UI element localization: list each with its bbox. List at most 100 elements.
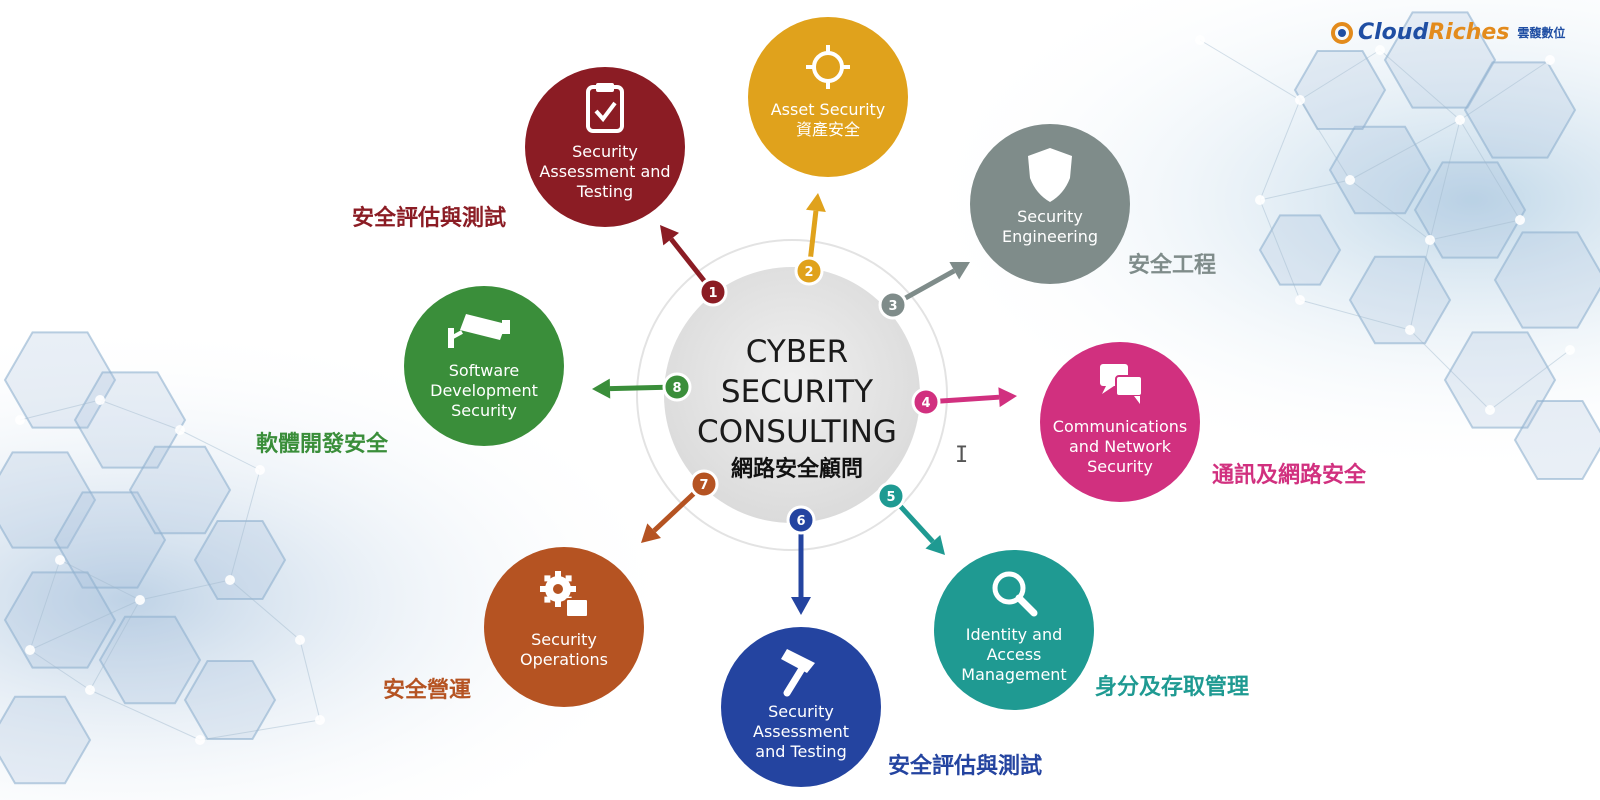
- network-node: [1195, 35, 1205, 45]
- center-line-2: SECURITY: [721, 374, 873, 410]
- domain-circle-7: [484, 547, 644, 707]
- network-node: [1425, 235, 1435, 245]
- step-number-5: 5: [886, 490, 895, 505]
- arrow-head-2: [806, 193, 826, 213]
- chat-bubbles-icon: [1100, 364, 1143, 404]
- domain-label-cn-5: 身分及存取管理: [1095, 675, 1250, 700]
- network-line: [89, 599, 141, 691]
- brand-name-part2: Riches: [1428, 20, 1510, 45]
- network-node: [1255, 195, 1265, 205]
- domain-title-3-line-1: Security: [1017, 207, 1083, 226]
- network-line: [1409, 239, 1431, 331]
- network-line: [1379, 49, 1461, 121]
- step-badge-4: 4: [911, 387, 941, 417]
- domain-label-cn-8: 軟體開發安全: [256, 432, 389, 457]
- arrows-layer: 1 2 3 4 5 6 7 8: [592, 193, 1017, 615]
- hammer-icon: [781, 649, 815, 697]
- shield-icon: [1028, 148, 1072, 202]
- hexagon-shape: [193, 520, 287, 600]
- step-number-1: 1: [708, 286, 717, 301]
- hexagon-shape: [128, 445, 232, 535]
- hexagon-shape: [0, 451, 97, 549]
- network-line: [1199, 39, 1301, 101]
- step-badge-5: 5: [876, 481, 906, 511]
- network-line: [29, 649, 91, 691]
- network-line: [229, 579, 301, 641]
- hexagon-shape: [3, 331, 117, 429]
- hexagon-shape: [1348, 255, 1452, 345]
- network-node: [1485, 405, 1495, 415]
- network-node: [95, 395, 105, 405]
- network-line: [1299, 49, 1381, 101]
- domain-label-cn-4: 通訊及網路安全: [1212, 463, 1367, 488]
- center-hub: CYBER SECURITY CONSULTING 網路安全顧問 I: [636, 239, 968, 551]
- domain-title-5-line-1: Identity and: [966, 625, 1063, 644]
- network-line: [29, 599, 141, 651]
- domain-title-7-line-2: Operations: [520, 650, 608, 669]
- crosshair-icon: [806, 45, 850, 89]
- step-number-6: 6: [796, 514, 805, 529]
- network-node: [1295, 295, 1305, 305]
- network-node: [1295, 95, 1305, 105]
- domain-title-4-line-2: and Network: [1069, 437, 1172, 456]
- cctv-camera-icon: [448, 314, 510, 348]
- domain-title-8-line-2: Development: [430, 381, 538, 400]
- network-line: [1349, 179, 1431, 241]
- network-node: [1455, 115, 1465, 125]
- network-node: [1345, 175, 1355, 185]
- network-line: [1489, 349, 1571, 411]
- network-node: [315, 715, 325, 725]
- hexagon-shape: [1413, 161, 1527, 259]
- hexagon-shape: [0, 695, 92, 785]
- hexagon-shape: [3, 571, 117, 669]
- network-line: [1429, 119, 1461, 241]
- clipboard-check-icon: [586, 83, 624, 133]
- network-line: [139, 579, 231, 601]
- domain-title-5-line-3: Management: [961, 665, 1066, 684]
- domain-title-2-line-2: 資產安全: [796, 120, 860, 139]
- magnifier-icon: [992, 571, 1038, 617]
- hexagon-shape: [1493, 231, 1600, 329]
- network-line: [99, 399, 181, 431]
- domain-title-1-line-3: Testing: [576, 182, 633, 201]
- hexagon-shape: [98, 615, 202, 705]
- network-line: [1459, 59, 1551, 121]
- domain-circle-4: [1040, 342, 1200, 502]
- step-badge-1: 1: [698, 277, 728, 307]
- network-node: [1565, 345, 1575, 355]
- step-badge-8: 8: [662, 372, 692, 402]
- domain-title-4-line-3: Security: [1087, 457, 1153, 476]
- hexagon-shape: [1258, 214, 1342, 286]
- step-badge-6: 6: [786, 505, 816, 535]
- network-line: [179, 429, 261, 471]
- hexagon-shape: [1328, 125, 1432, 215]
- step-number-7: 7: [699, 478, 708, 493]
- network-line: [1429, 219, 1521, 241]
- domain-label-cn-3: 安全工程: [1128, 253, 1217, 278]
- hexagon-shape: [1513, 400, 1600, 480]
- network-line: [1259, 179, 1351, 201]
- domain-circle-6: [721, 627, 881, 787]
- step-number-2: 2: [804, 265, 813, 280]
- domain-circle-5: [934, 550, 1094, 710]
- step-number-8: 8: [672, 381, 681, 396]
- domain-title-1-line-2: Assessment and: [539, 162, 670, 181]
- step-badge-7: 7: [689, 469, 719, 499]
- center-line-3: CONSULTING: [697, 414, 897, 450]
- step-badge-3: 3: [878, 290, 908, 320]
- brand-name-cn: 雲馥數位: [1517, 26, 1566, 40]
- center-line-1: CYBER: [746, 334, 848, 370]
- cloudriches-logo-icon: [1331, 21, 1353, 44]
- network-node: [1405, 325, 1415, 335]
- domain-title-6-line-1: Security: [768, 702, 834, 721]
- network-node: [255, 465, 265, 475]
- network-line: [1299, 299, 1411, 331]
- network-line: [1409, 329, 1491, 411]
- center-outer-ring: [636, 239, 948, 551]
- domain-circle-2: [748, 17, 908, 177]
